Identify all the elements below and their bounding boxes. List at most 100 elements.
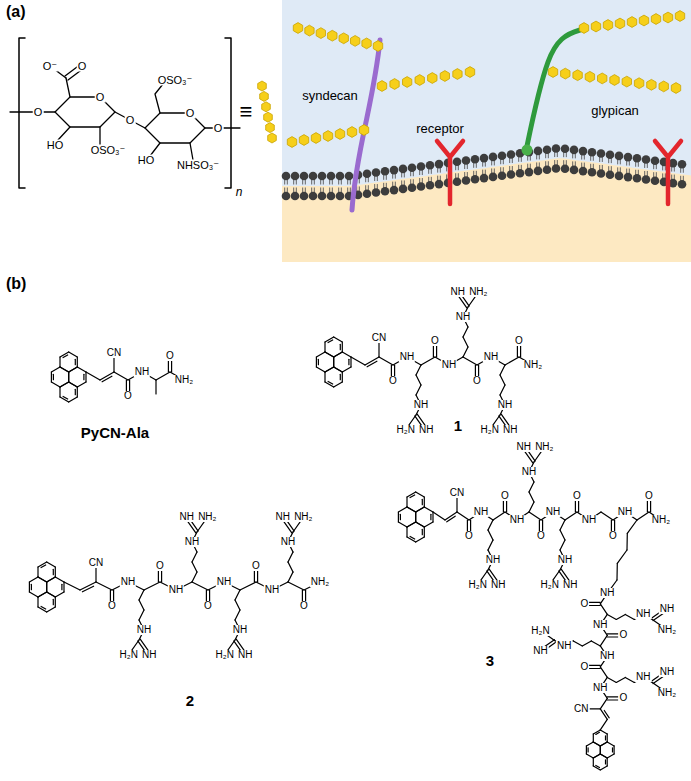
bond-line: [586, 746, 587, 754]
bond-line: [600, 742, 607, 746]
atom-label: NH: [483, 352, 499, 362]
bond-line: [416, 537, 425, 542]
bond-line: [587, 605, 600, 606]
bond-line: [77, 367, 86, 372]
bond-line: [47, 562, 56, 567]
heparan-sulfate-unit: [465, 67, 474, 78]
bond-line: [416, 385, 421, 395]
lipid-head: [471, 155, 480, 164]
bond-line: [416, 522, 425, 527]
bond-line: [587, 748, 588, 752]
bond-line: [77, 357, 78, 367]
heparan-sulfate-unit: [362, 38, 371, 49]
bond-line: [69, 382, 78, 387]
bond-line: [529, 492, 534, 502]
bond-line: [328, 381, 333, 384]
bond-line: [407, 522, 416, 527]
heparan-sulfate-unit: [299, 135, 308, 146]
heparan-sulfate-unit: [262, 102, 271, 112]
bond-line: [47, 592, 56, 597]
atom-label: NH: [141, 650, 157, 660]
heparan-sulfate-unit: [347, 127, 356, 138]
bond-line: [407, 492, 416, 497]
bond-line: [410, 495, 415, 498]
membrane: [282, 144, 691, 262]
bond-line: [627, 520, 637, 533]
lipid-head: [552, 144, 561, 153]
bond-line: [47, 577, 56, 582]
atom-label: O: [185, 108, 196, 119]
atom-label: NH₂: [174, 375, 194, 385]
heparan-sulfate-unit: [377, 81, 386, 92]
atom-label: H₂N: [480, 425, 500, 435]
bond-line: [235, 600, 240, 610]
bond-line: [333, 357, 334, 367]
bond-line: [316, 357, 317, 367]
heparan-sulfate-unit: [591, 21, 600, 32]
atom-label: H₂N: [530, 626, 550, 636]
bond-line: [288, 562, 293, 572]
bond-line: [607, 734, 608, 742]
lipid-head: [399, 185, 408, 194]
bond-line: [351, 357, 365, 365]
bond-line: [456, 498, 457, 512]
bond-line: [46, 582, 47, 592]
lipid-head: [642, 175, 651, 184]
bond-line: [432, 512, 433, 522]
heparan-sulfate-unit: [627, 17, 636, 28]
heparan-sulfate-unit: [659, 81, 668, 92]
bond-line: [421, 357, 435, 365]
lipid-head: [426, 181, 435, 190]
atom-label: H₂N: [396, 425, 416, 435]
heparan-sulfate-unit: [651, 14, 660, 25]
atom-label: NH: [659, 667, 675, 677]
bond-line: [593, 734, 594, 742]
heparan-sulfate-unit: [548, 67, 557, 78]
bond-line: [407, 522, 416, 527]
atom-label: O: [299, 601, 309, 611]
atom-label: NH: [134, 367, 150, 377]
bond-line: [600, 746, 601, 754]
bond-line: [596, 732, 600, 734]
bond-line: [38, 577, 47, 582]
bond-line: [529, 512, 541, 520]
atom-label: NH₂: [657, 625, 677, 635]
atom-label: NH: [216, 577, 232, 587]
heparan-sulfate-unit: [266, 123, 275, 133]
bond-line: [378, 343, 379, 357]
bond-line: [60, 382, 69, 387]
bond-line: [587, 665, 600, 666]
heparan-sulfate-unit: [403, 77, 412, 88]
lipid-head: [678, 160, 687, 169]
lipid-head: [408, 183, 417, 192]
bond-line: [612, 748, 613, 752]
bond-line: [587, 602, 600, 603]
bond-line: [38, 607, 47, 612]
atom-label: O: [579, 662, 589, 672]
bond-line: [593, 742, 600, 746]
repeat-bracket: [19, 38, 25, 188]
bond-line: [325, 352, 334, 357]
structure-label: syndecan: [302, 89, 358, 102]
lipid-head: [399, 165, 408, 174]
bond-line: [586, 742, 593, 746]
atom-label: NH₂: [651, 515, 671, 525]
bond-line: [560, 520, 565, 530]
lipid-head: [453, 177, 462, 186]
panel-letter: (a): [6, 4, 26, 20]
atom-label: NH: [515, 442, 531, 452]
atom-label: NH₂: [310, 577, 330, 587]
bond-line: [96, 582, 112, 590]
glypican-core: [527, 30, 580, 146]
heparan-sulfate-unit: [316, 28, 325, 39]
atom-label: NH: [592, 683, 608, 693]
atom-label: NH₂: [293, 512, 313, 522]
heparan-sulfate-unit: [663, 12, 672, 23]
bond-line: [51, 367, 60, 372]
atom-label: O: [77, 61, 88, 72]
atom-label: NH: [136, 625, 152, 635]
lipid-head: [498, 171, 507, 180]
bond-line: [587, 668, 600, 669]
atom-label: NHSO₃⁻: [176, 160, 220, 171]
atom-label: O: [251, 561, 261, 571]
